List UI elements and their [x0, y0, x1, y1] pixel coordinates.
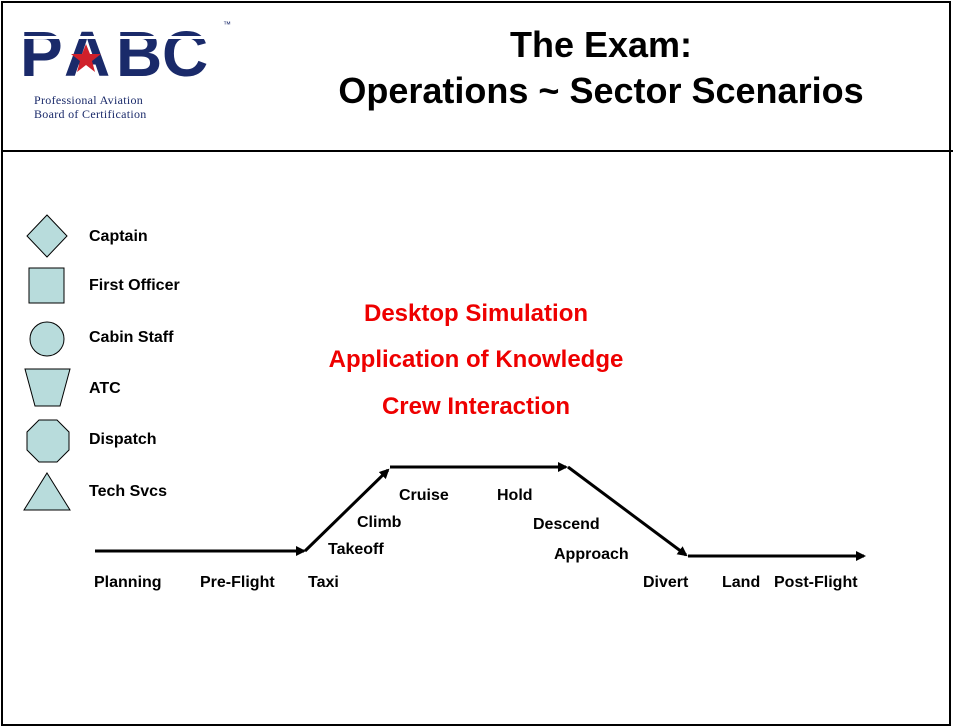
phase-label-taxi: Taxi: [308, 574, 339, 591]
legend-label-atc: ATC: [89, 380, 121, 397]
logo-star-icon: [71, 44, 101, 72]
highlight-desktop-simulation: Desktop Simulation: [363, 300, 589, 327]
logo-stripe: [20, 36, 220, 39]
legend-label-tech-svcs: Tech Svcs: [89, 483, 167, 500]
phase-label-hold: Hold: [497, 487, 533, 504]
logo-letter-b: B: [116, 18, 162, 90]
phase-label-divert: Divert: [643, 574, 689, 591]
pabc-logo-mark: P A B C: [20, 18, 220, 90]
phase-label-approach: Approach: [554, 546, 629, 563]
phase-label-planning: Planning: [94, 574, 162, 591]
tech-svcs-triangle-icon: [23, 472, 71, 511]
pabc-logo: P A B C ™ Professional Aviation Board of…: [20, 14, 240, 124]
logo-letter-p: P: [20, 18, 63, 90]
legend-label-captain: Captain: [89, 228, 148, 245]
atc-trapezoid-icon: [24, 368, 71, 407]
logo-letter-c: C: [162, 18, 208, 90]
title-line-1: The Exam:: [509, 24, 693, 65]
legend-label-dispatch: Dispatch: [89, 431, 157, 448]
dispatch-octagon-icon: [26, 419, 70, 463]
legend-label-cabin-staff: Cabin Staff: [89, 329, 174, 346]
phase-label-climb: Climb: [357, 514, 402, 531]
phase-label-land: Land: [722, 574, 761, 591]
legend-label-first-officer: First Officer: [89, 277, 180, 294]
first-officer-square-icon: [28, 267, 65, 304]
header-divider: [1, 150, 953, 152]
cabin-staff-circle-icon: [29, 321, 65, 357]
logo-tagline-2: Board of Certification: [34, 107, 147, 121]
logo-stripe: [20, 22, 220, 25]
phase-label-postflight: Post-Flight: [774, 574, 858, 591]
phase-label-cruise: Cruise: [399, 487, 449, 504]
arrow-descent: [567, 465, 688, 557]
slide-title: The Exam: Operations ~ Sector Scenarios: [256, 22, 946, 114]
title-line-2: Operations ~ Sector Scenarios: [338, 70, 864, 111]
captain-diamond-icon: [26, 214, 68, 258]
phase-label-preflight: Pre-Flight: [200, 574, 275, 591]
arrow-climb: [303, 468, 390, 553]
logo-tagline-1: Professional Aviation: [34, 93, 144, 107]
highlight-crew-interaction: Crew Interaction: [381, 393, 571, 420]
highlight-application-of-knowledge: Application of Knowledge: [328, 346, 624, 373]
phase-label-descend: Descend: [533, 516, 600, 533]
logo-trademark: ™: [223, 20, 231, 29]
phase-label-takeoff: Takeoff: [328, 541, 384, 558]
